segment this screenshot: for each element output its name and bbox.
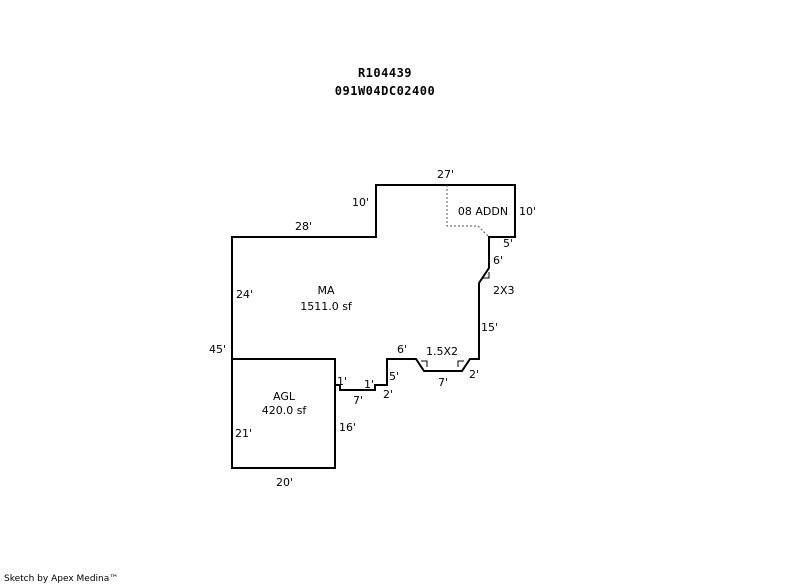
dim-label: 45' [209, 343, 226, 356]
sketch-credit: Sketch by Apex Medina™ [4, 574, 119, 584]
map-taxlot: 091W04DC02400 [334, 84, 436, 98]
dim-label: 5' [503, 237, 513, 250]
dim-label: 1' [364, 378, 374, 391]
dim-label: 7' [353, 394, 363, 407]
dim-label: 24' [236, 288, 253, 301]
garage-label: AGL [273, 390, 296, 403]
dim-label: 1.5X2 [426, 345, 458, 358]
garage-outline [231, 358, 336, 469]
dim-label: 16' [339, 421, 356, 434]
dim-label: 20' [276, 476, 293, 489]
corner-marker [483, 272, 490, 279]
corner-marker [421, 360, 428, 367]
dim-label: 5' [389, 370, 399, 383]
corner-marker [457, 360, 464, 367]
dim-label: 6' [493, 254, 503, 267]
main-area-value: 1511.0 sf [300, 300, 353, 313]
dim-label: 2' [383, 388, 393, 401]
parcel-id: R104439 [357, 66, 413, 80]
dim-label: 28' [295, 220, 312, 233]
dim-label: 15' [481, 321, 498, 334]
dim-label: 21' [235, 427, 252, 440]
addition-label: 08 ADDN [458, 205, 508, 218]
main-outline [231, 184, 516, 391]
main-area-label: MA [317, 284, 334, 297]
dim-label: 6' [397, 343, 407, 356]
garage-area-value: 420.0 sf [262, 404, 308, 417]
dim-label: 10' [519, 205, 536, 218]
dim-label: 2X3 [493, 284, 515, 297]
addition-separator [446, 185, 490, 238]
dim-label: 2' [469, 368, 479, 381]
dim-label: 1' [337, 375, 347, 388]
dim-label: 7' [438, 376, 448, 389]
dim-label: 10' [352, 196, 369, 209]
dim-label: 27' [437, 168, 454, 181]
